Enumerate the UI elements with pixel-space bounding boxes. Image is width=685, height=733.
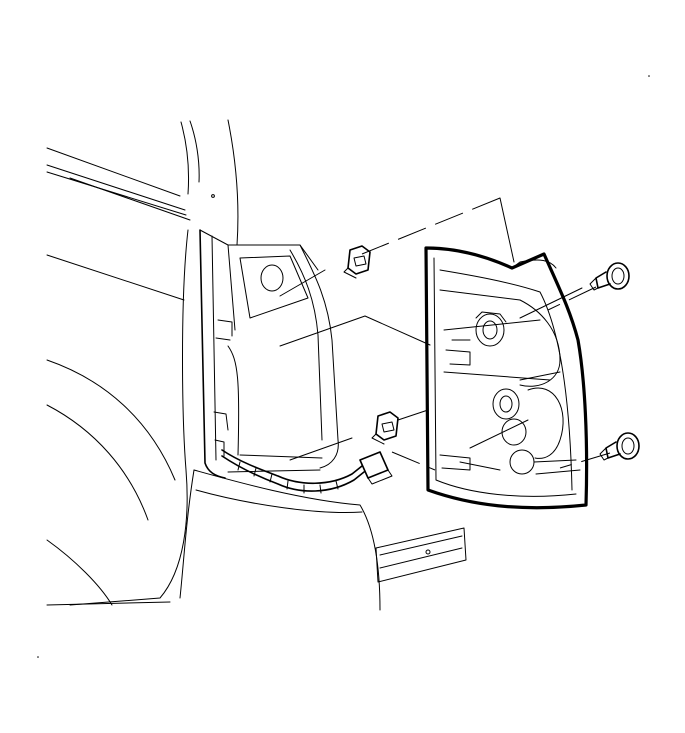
speck — [37, 656, 39, 658]
screw-upper — [589, 262, 630, 291]
vehicle-rear-quarter-body — [46, 119, 381, 611]
wiring-harness — [221, 449, 365, 494]
screw-lower — [599, 432, 640, 461]
tail-lamp-pocket — [199, 229, 353, 479]
clip-lower — [371, 411, 399, 445]
harness-connector — [359, 451, 393, 485]
speck — [648, 75, 650, 77]
tail-lamp-assembly — [424, 246, 589, 510]
clip-upper — [343, 245, 371, 279]
rear-bumper-step — [375, 527, 467, 583]
assembly-leader-lines — [279, 197, 611, 471]
